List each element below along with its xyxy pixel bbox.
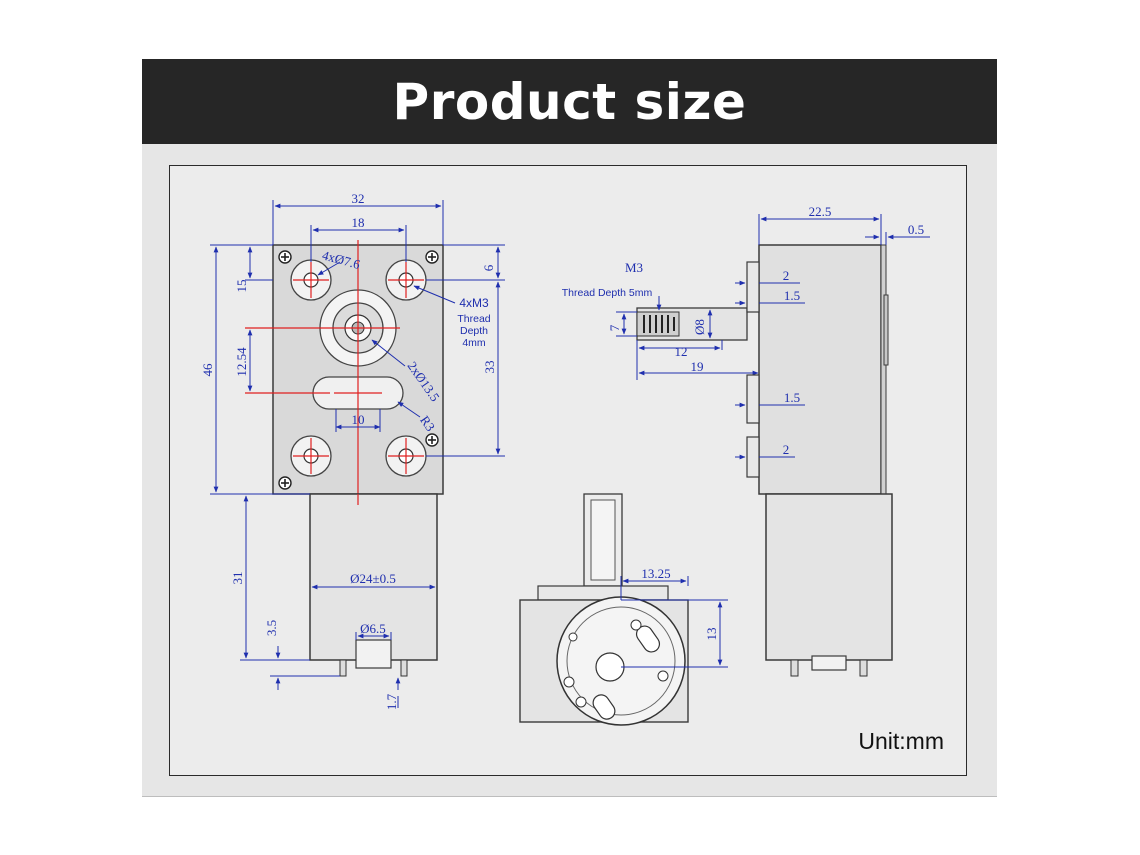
page-title: Product size	[392, 72, 747, 131]
dim-height-1-7: 1.7	[384, 693, 399, 710]
dim-boss-diameter: Ø6.5	[360, 621, 386, 636]
shaft-len-19: 19	[691, 359, 704, 374]
thread-depth-line-3: 4mm	[462, 337, 486, 349]
shaft-dia-7: 7	[607, 324, 622, 331]
header-banner: Product size	[142, 59, 997, 144]
side-view	[746, 244, 893, 677]
shaft-thread-depth: Thread Depth 5mm	[562, 287, 653, 299]
side-width-22-5: 22.5	[809, 204, 832, 219]
dim-radius: R3	[417, 413, 438, 434]
bottom-dim-13: 13	[704, 628, 719, 641]
bottom-dimensions	[620, 576, 728, 668]
side-dim-2-bottom: 2	[783, 442, 790, 457]
thread-note-label: 4xM3	[459, 296, 489, 310]
side-dim-2-top: 2	[783, 268, 790, 283]
side-dimensions	[735, 214, 930, 460]
dim-height-12-54: 12.54	[234, 347, 249, 377]
dim-slot-10: 10	[352, 412, 365, 427]
motor-can	[309, 493, 438, 677]
shaft-detail	[636, 307, 748, 341]
side-dim-1-5-top: 1.5	[784, 288, 800, 303]
dim-height-31: 31	[230, 572, 245, 585]
dim-offset-6: 6	[481, 264, 496, 271]
shaft-dia-8: Ø8	[692, 319, 707, 335]
dim-height-3-5: 3.5	[264, 620, 279, 636]
side-offset-0-5: 0.5	[908, 222, 924, 237]
shaft-thread-note: Thread Depth 5mm	[562, 287, 653, 299]
dim-height-15: 15	[234, 280, 249, 293]
bottom-dim-13-25: 13.25	[641, 566, 670, 581]
center-lines	[245, 240, 424, 505]
dim-width-18: 18	[352, 215, 365, 230]
dim-height-33: 33	[482, 361, 497, 374]
side-dimension-labels: 22.5 0.5 2 1.5 1.5 2	[783, 204, 924, 457]
dim-height-46: 46	[200, 363, 215, 377]
shaft-dimensions	[616, 296, 759, 380]
thread-depth-line-1: Thread	[457, 313, 490, 325]
front-view	[245, 240, 444, 505]
side-dim-1-5-bottom: 1.5	[784, 390, 800, 405]
front-dimensions	[210, 200, 505, 708]
screw-crosses	[281, 253, 436, 487]
unit-label: Unit:mm	[858, 728, 944, 754]
shaft-thread-m3: M3	[625, 260, 643, 275]
thread-depth-line-2: Depth	[460, 325, 488, 337]
thread-note: 4xM3 Thread Depth 4mm	[457, 296, 490, 349]
bottom-dimension-labels: 13.25 13	[641, 566, 719, 641]
bottom-view	[519, 493, 689, 726]
shaft-len-12: 12	[675, 344, 688, 359]
dim-width-32: 32	[352, 191, 365, 206]
dim-motor-diameter: Ø24±0.5	[350, 571, 396, 586]
shaft-dimension-labels: M3 7 Ø8 12 19	[607, 260, 707, 374]
